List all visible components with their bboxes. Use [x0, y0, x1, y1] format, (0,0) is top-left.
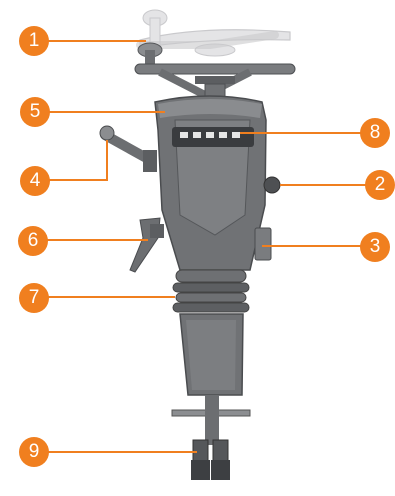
right-controls — [254, 176, 281, 261]
callout-9: 9 — [19, 437, 49, 467]
callout-1: 1 — [19, 26, 49, 56]
callout-5: 5 — [20, 97, 50, 127]
callout-2: 2 — [365, 170, 395, 200]
lever — [129, 217, 164, 273]
upper-housing — [154, 95, 267, 271]
callout-7: 7 — [19, 283, 49, 313]
connectors — [191, 439, 230, 480]
callout-8: 8 — [360, 118, 390, 148]
ghost-handlebar — [136, 9, 291, 57]
leader-4 — [47, 140, 108, 181]
bellows — [172, 269, 250, 313]
callout-3: 3 — [360, 232, 390, 262]
callout-6: 6 — [18, 226, 48, 256]
leader-lines — [45, 40, 370, 453]
side-knob — [99, 125, 157, 172]
lower-column — [171, 313, 251, 445]
callout-4: 4 — [20, 166, 50, 196]
